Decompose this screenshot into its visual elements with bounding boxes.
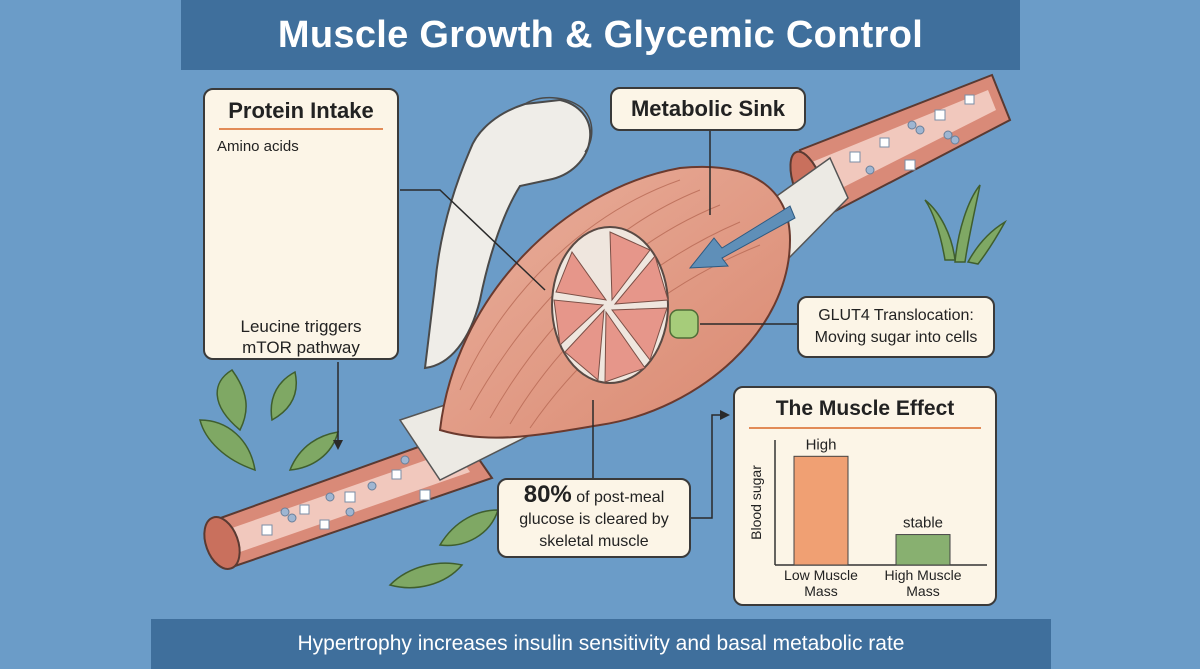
chart-data-label-2: stable [903,515,943,532]
muscle-belly [438,165,792,439]
heading-divider [749,427,981,429]
muscle-effect-heading: The Muscle Effect [775,397,955,420]
title-banner: Muscle Growth & Glycemic Control [181,0,1020,70]
leucine-note: Leucine triggers mTOR pathway [205,316,397,358]
chart-category-label-2-line1: High Muscle [884,567,961,583]
leaves-bottom [388,509,500,589]
metabolic-sink-label: Metabolic Sink [630,96,786,121]
footer-text: Hypertrophy increases insulin sensitivit… [297,632,905,655]
glut4-line2: Moving sugar into cells [814,329,978,346]
amino-acids-label: Amino acids [217,138,299,155]
glut4-text: GLUT4 Translocation: Moving sugar into c… [815,305,978,349]
glucose-clearance-text: 80% of post-meal glucose is cleared by s… [519,480,669,553]
glut4-box: GLUT4 Translocation: Moving sugar into c… [797,296,995,358]
clearance-percent: 80% [523,480,572,508]
clearance-line3: skeletal muscle [539,532,649,550]
chart-y-axis-label: Blood sugar [748,465,764,540]
chart-category-label-1-line2: Mass [804,583,837,599]
callout-leader-lines [337,131,797,519]
metabolic-sink-box: Metabolic Sink [610,87,806,131]
footer-banner: Hypertrophy increases insulin sensitivit… [151,619,1051,669]
clearance-line2: glucose is cleared by [519,510,669,528]
chart-category-label-2-line2: Mass [906,583,939,599]
protein-intake-box: Protein Intake Amino acids Leucine trigg… [203,88,399,360]
glut4-line1: GLUT4 Translocation: [818,307,974,324]
leaves-left [199,369,340,472]
page-title: Muscle Growth & Glycemic Control [277,13,924,56]
vessel-lower-left [203,430,494,570]
chart-bar-1 [793,455,849,566]
glucose-flow-arrow [688,205,796,269]
leader-arrowheads [333,410,730,450]
leucine-note-line2: mTOR pathway [242,338,360,357]
protein-intake-heading: Protein Intake [228,98,374,123]
chart-data-label-1: High [806,436,837,453]
glucose-clearance-box: 80% of post-meal glucose is cleared by s… [497,478,691,558]
flexed-arm [423,97,593,370]
clearance-line1: of post-meal [571,488,665,506]
chart-category-label-1-line1: Low Muscle [784,567,858,583]
leucine-note-line1: Leucine triggers [240,317,362,336]
chart-bar-2 [895,534,951,566]
grass-right [924,184,1008,265]
heading-divider [219,128,383,130]
